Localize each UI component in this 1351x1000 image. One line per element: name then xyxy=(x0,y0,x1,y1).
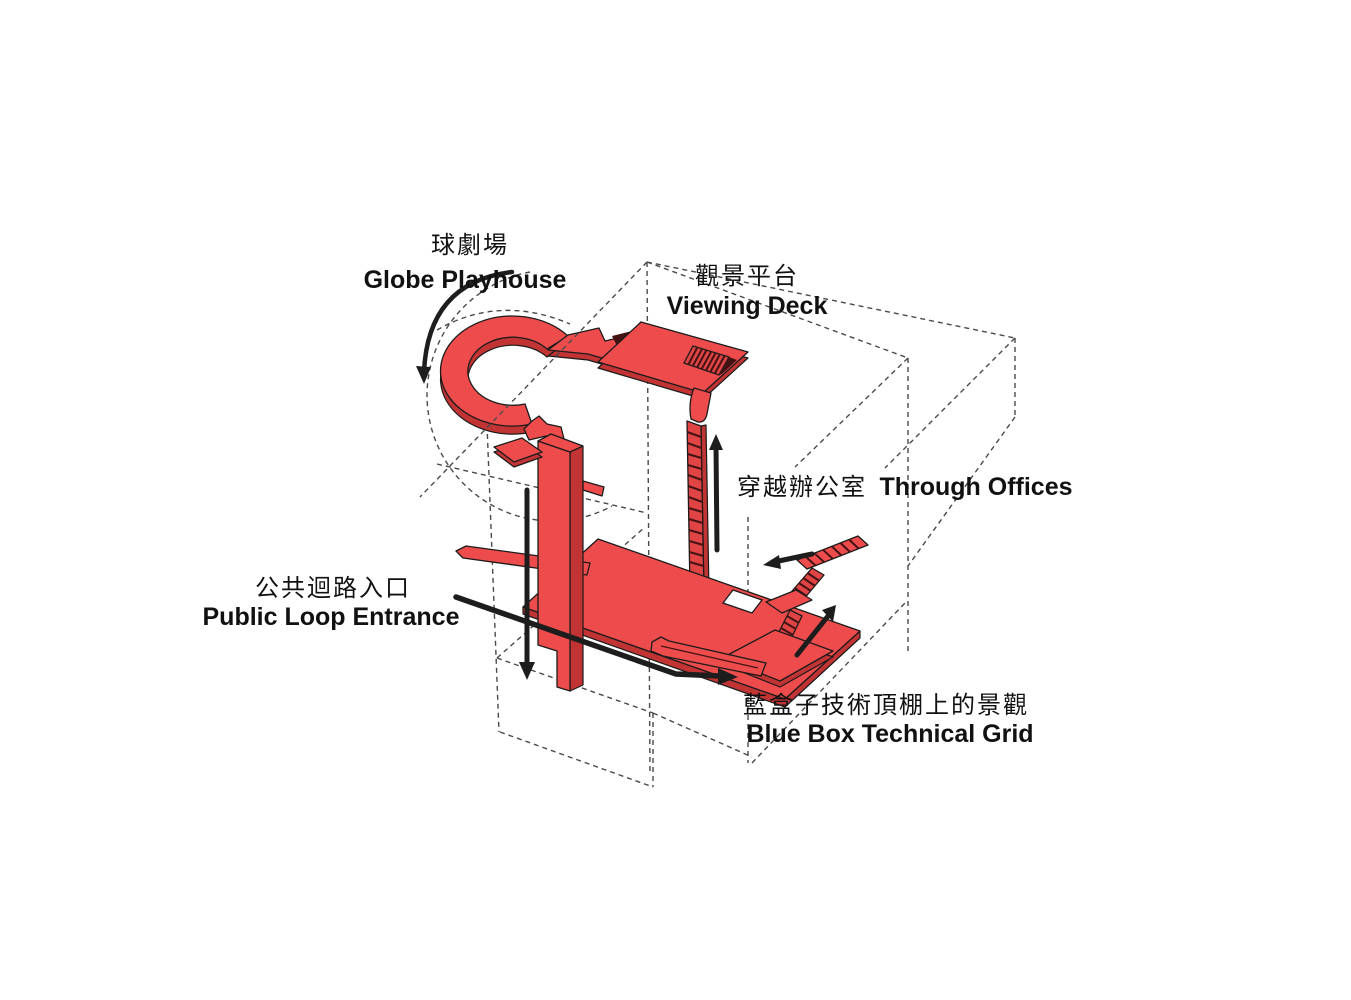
label-globe-playhouse-zh: 球劇場 xyxy=(431,232,509,259)
counterclockwise-loop-arrow xyxy=(416,269,515,384)
tower-front-face xyxy=(537,440,571,692)
tower-side-bar xyxy=(582,480,605,497)
label-public-loop-entrance-zh: 公共迴路入口 xyxy=(255,575,411,602)
offices-band xyxy=(796,535,869,570)
entrance-to-grid-arrow xyxy=(453,594,738,685)
wireframe-left-diagonal-overlay xyxy=(419,261,648,498)
ramp-hidden-arc xyxy=(436,309,571,331)
wireframe-right-diagonal xyxy=(884,337,1016,469)
grid-stair-landing xyxy=(765,589,813,614)
label-viewing-deck-zh: 觀景平台 xyxy=(695,263,799,290)
circulation-arrows xyxy=(416,269,836,685)
wireframe-lowerbox-bottom xyxy=(499,731,654,788)
label-through-offices-en: Through Offices xyxy=(879,473,1072,501)
label-globe-playhouse-en: Globe Playhouse xyxy=(364,266,567,294)
low-bridge-rail-line xyxy=(660,645,759,669)
label-viewing-deck-en: Viewing Deck xyxy=(667,292,828,320)
offices-band-treads xyxy=(805,538,860,567)
ring-ramp-top xyxy=(439,315,569,427)
tower-side-face xyxy=(569,445,584,692)
globe-ring-ramp xyxy=(439,315,569,445)
wireframe-right-chamfer xyxy=(907,416,1016,567)
wireframe-top-edge-mid xyxy=(646,261,909,359)
label-through-offices: 穿越辦公室 Through Offices xyxy=(737,473,1073,501)
label-blue-box-en: Blue Box Technical Grid xyxy=(746,720,1033,748)
ring-landing-platform xyxy=(493,437,543,468)
deck-stair-treads xyxy=(687,346,726,374)
up-through-offices-arrow xyxy=(709,434,723,553)
deck-corner-band xyxy=(689,387,712,423)
public-loop-structure xyxy=(439,315,869,708)
tower-top-face xyxy=(537,433,584,453)
label-blue-box-zh: 藍盒子技術頂棚上的景觀 xyxy=(743,692,1029,719)
wireframe-lowerbox-right xyxy=(652,712,753,758)
labels: 球劇場 Globe Playhouse 觀景平台 Viewing Deck 穿越… xyxy=(203,232,1073,748)
platform-top xyxy=(493,437,543,463)
wireframe-bottom-diagonal xyxy=(751,602,906,764)
label-public-loop-entrance-en: Public Loop Entrance xyxy=(203,603,460,631)
wireframe-mid-diagonal xyxy=(794,357,909,468)
wireframe-left-vertical xyxy=(486,424,500,733)
down-entrance-arrow xyxy=(519,487,535,680)
viewing-deck-plate xyxy=(597,321,749,423)
plate-opening xyxy=(721,589,764,614)
label-through-offices-zh: 穿越辦公室 xyxy=(737,474,867,501)
low-bridge xyxy=(650,636,767,677)
to-offices-left-arrow xyxy=(763,551,815,569)
up-from-grid-arrow xyxy=(794,605,836,658)
deck-stair-shadow xyxy=(719,357,737,375)
